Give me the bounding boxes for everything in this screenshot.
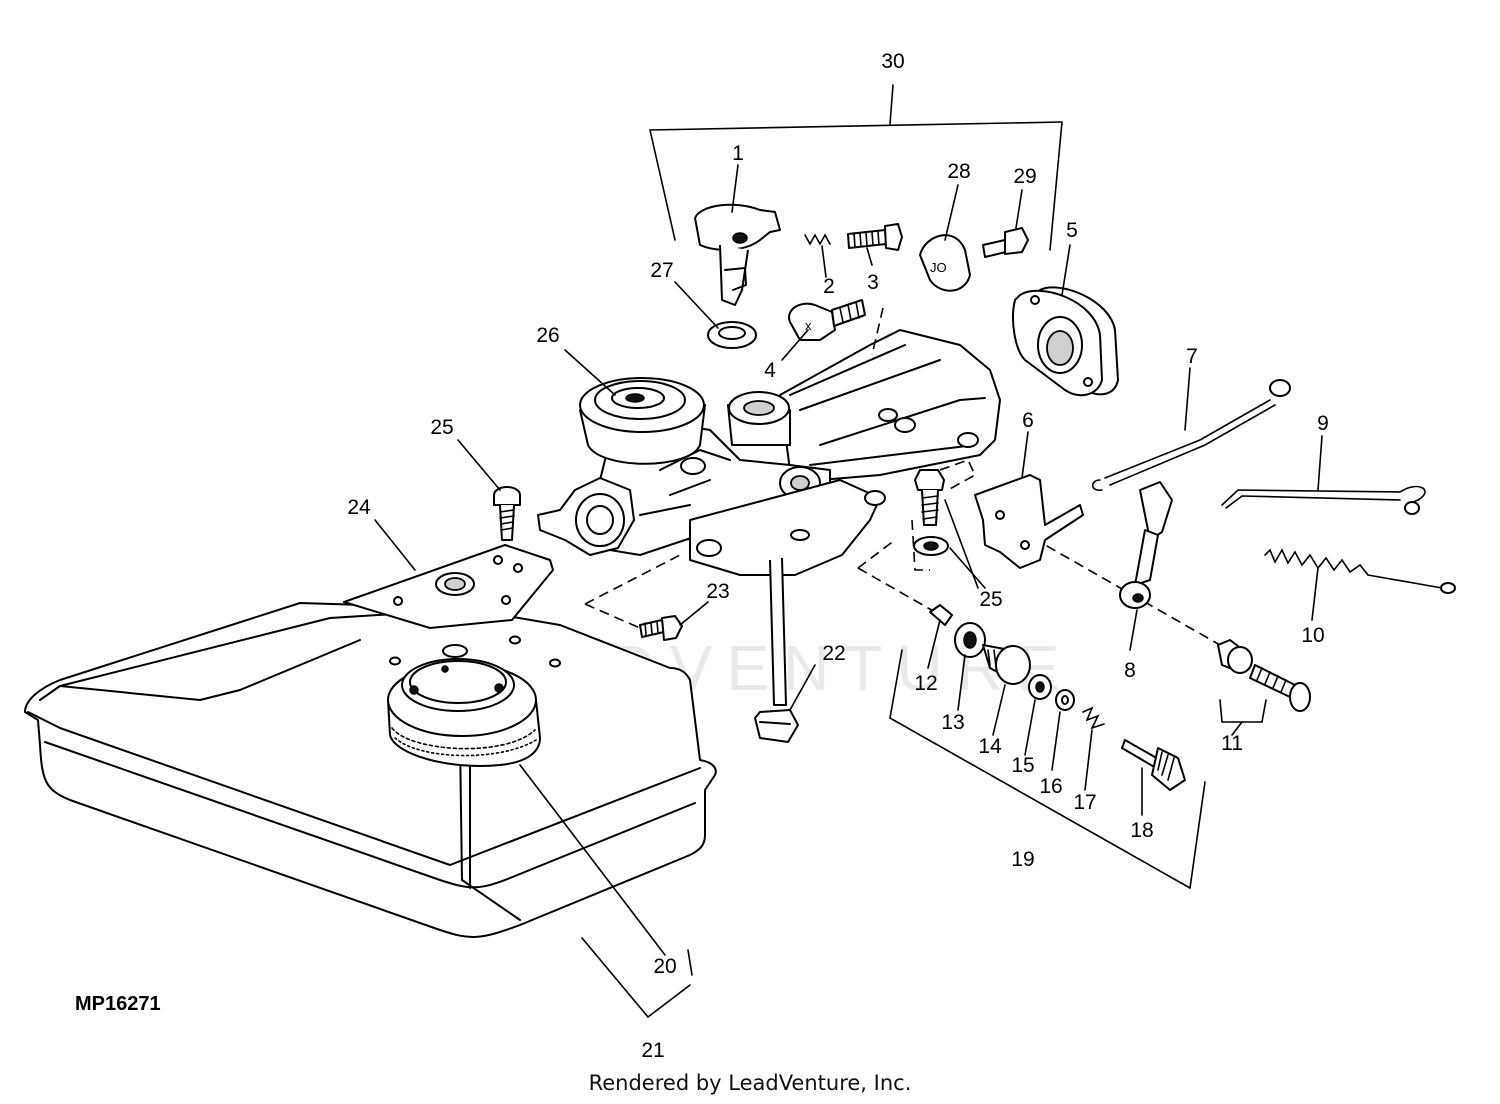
callout-6: 6 (1022, 409, 1034, 432)
dash-line-b (584, 603, 641, 629)
callout-22: 22 (822, 642, 845, 665)
choke-lever (694, 203, 781, 306)
dash-line-c (857, 567, 936, 613)
nut-22 (754, 709, 799, 743)
callout-30: 30 (881, 50, 904, 73)
rod-9 (1221, 485, 1426, 515)
bracket-6 (974, 474, 1084, 569)
callout-12: 12 (914, 672, 937, 695)
dash-line-g (939, 459, 977, 491)
fitting-12 (929, 604, 953, 626)
washer-16 (1055, 689, 1075, 711)
washer-15 (1028, 674, 1052, 700)
callout-25-left: 25 (430, 416, 453, 439)
callout-4: 4 (764, 359, 776, 382)
callout-21: 21 (641, 1039, 664, 1062)
bolt-25 (913, 469, 949, 556)
link-7 (1091, 379, 1291, 491)
callout-16: 16 (1039, 775, 1062, 798)
callout-29: 29 (1013, 165, 1036, 188)
spring-17 (1082, 706, 1105, 730)
callout-8: 8 (1124, 659, 1136, 682)
callout-14: 14 (978, 735, 1002, 758)
callout-19: 19 (1011, 848, 1034, 871)
callout-28: 28 (947, 160, 970, 183)
callout-15: 15 (1011, 754, 1034, 777)
pump-cover (579, 377, 706, 465)
needle-11 (1217, 639, 1311, 712)
svg-text:x: x (805, 318, 812, 333)
callout-24: 24 (347, 496, 371, 519)
callout-9: 9 (1317, 412, 1329, 435)
callout-5: 5 (1066, 219, 1078, 242)
dash-line-f (871, 307, 884, 356)
needle-valve-4: x (788, 299, 866, 341)
needle-18 (1121, 739, 1186, 791)
callout-11: 11 (1221, 732, 1243, 755)
valve-14 (982, 644, 1031, 685)
seat-13 (954, 622, 986, 658)
callout-7: 7 (1186, 345, 1198, 368)
callout-26: 26 (536, 324, 559, 347)
callout-10: 10 (1301, 624, 1324, 647)
leader-lines (374, 84, 1323, 1018)
spring-10 (1264, 548, 1456, 594)
spring-2 (804, 233, 831, 246)
callout-23: 23 (706, 580, 729, 603)
screw-left (493, 486, 521, 541)
choke-plate-28: JO (919, 234, 971, 292)
gasket-plate (343, 544, 554, 629)
callout-27: 27 (650, 259, 673, 282)
dash-line-d (857, 539, 896, 569)
callout-labels: 30 1 28 29 5 27 2 3 26 4 7 6 9 25 24 23 … (347, 50, 1329, 1062)
washer-27 (707, 321, 757, 349)
carburetor-body (537, 329, 1001, 743)
callout-1: 1 (732, 142, 744, 165)
callout-2: 2 (823, 275, 835, 298)
footer-credit: Rendered by LeadVenture, Inc. (589, 1071, 912, 1095)
screw-29 (982, 227, 1029, 258)
callout-18: 18 (1130, 819, 1153, 842)
lever-8 (1119, 481, 1173, 609)
diagram-code: MP16271 (75, 993, 161, 1015)
screw-23 (639, 615, 683, 641)
screw-3 (847, 223, 903, 251)
fuel-cap (387, 658, 541, 767)
dash-line-a (584, 554, 681, 605)
callout-20: 20 (653, 955, 676, 978)
callout-3: 3 (867, 271, 879, 294)
gasket-5 (1012, 286, 1119, 397)
dash-line-h (911, 519, 930, 571)
svg-text:JO: JO (930, 260, 947, 275)
callout-13: 13 (941, 711, 964, 734)
callout-25-right: 25 (979, 588, 1002, 611)
callout-17: 17 (1073, 791, 1096, 814)
